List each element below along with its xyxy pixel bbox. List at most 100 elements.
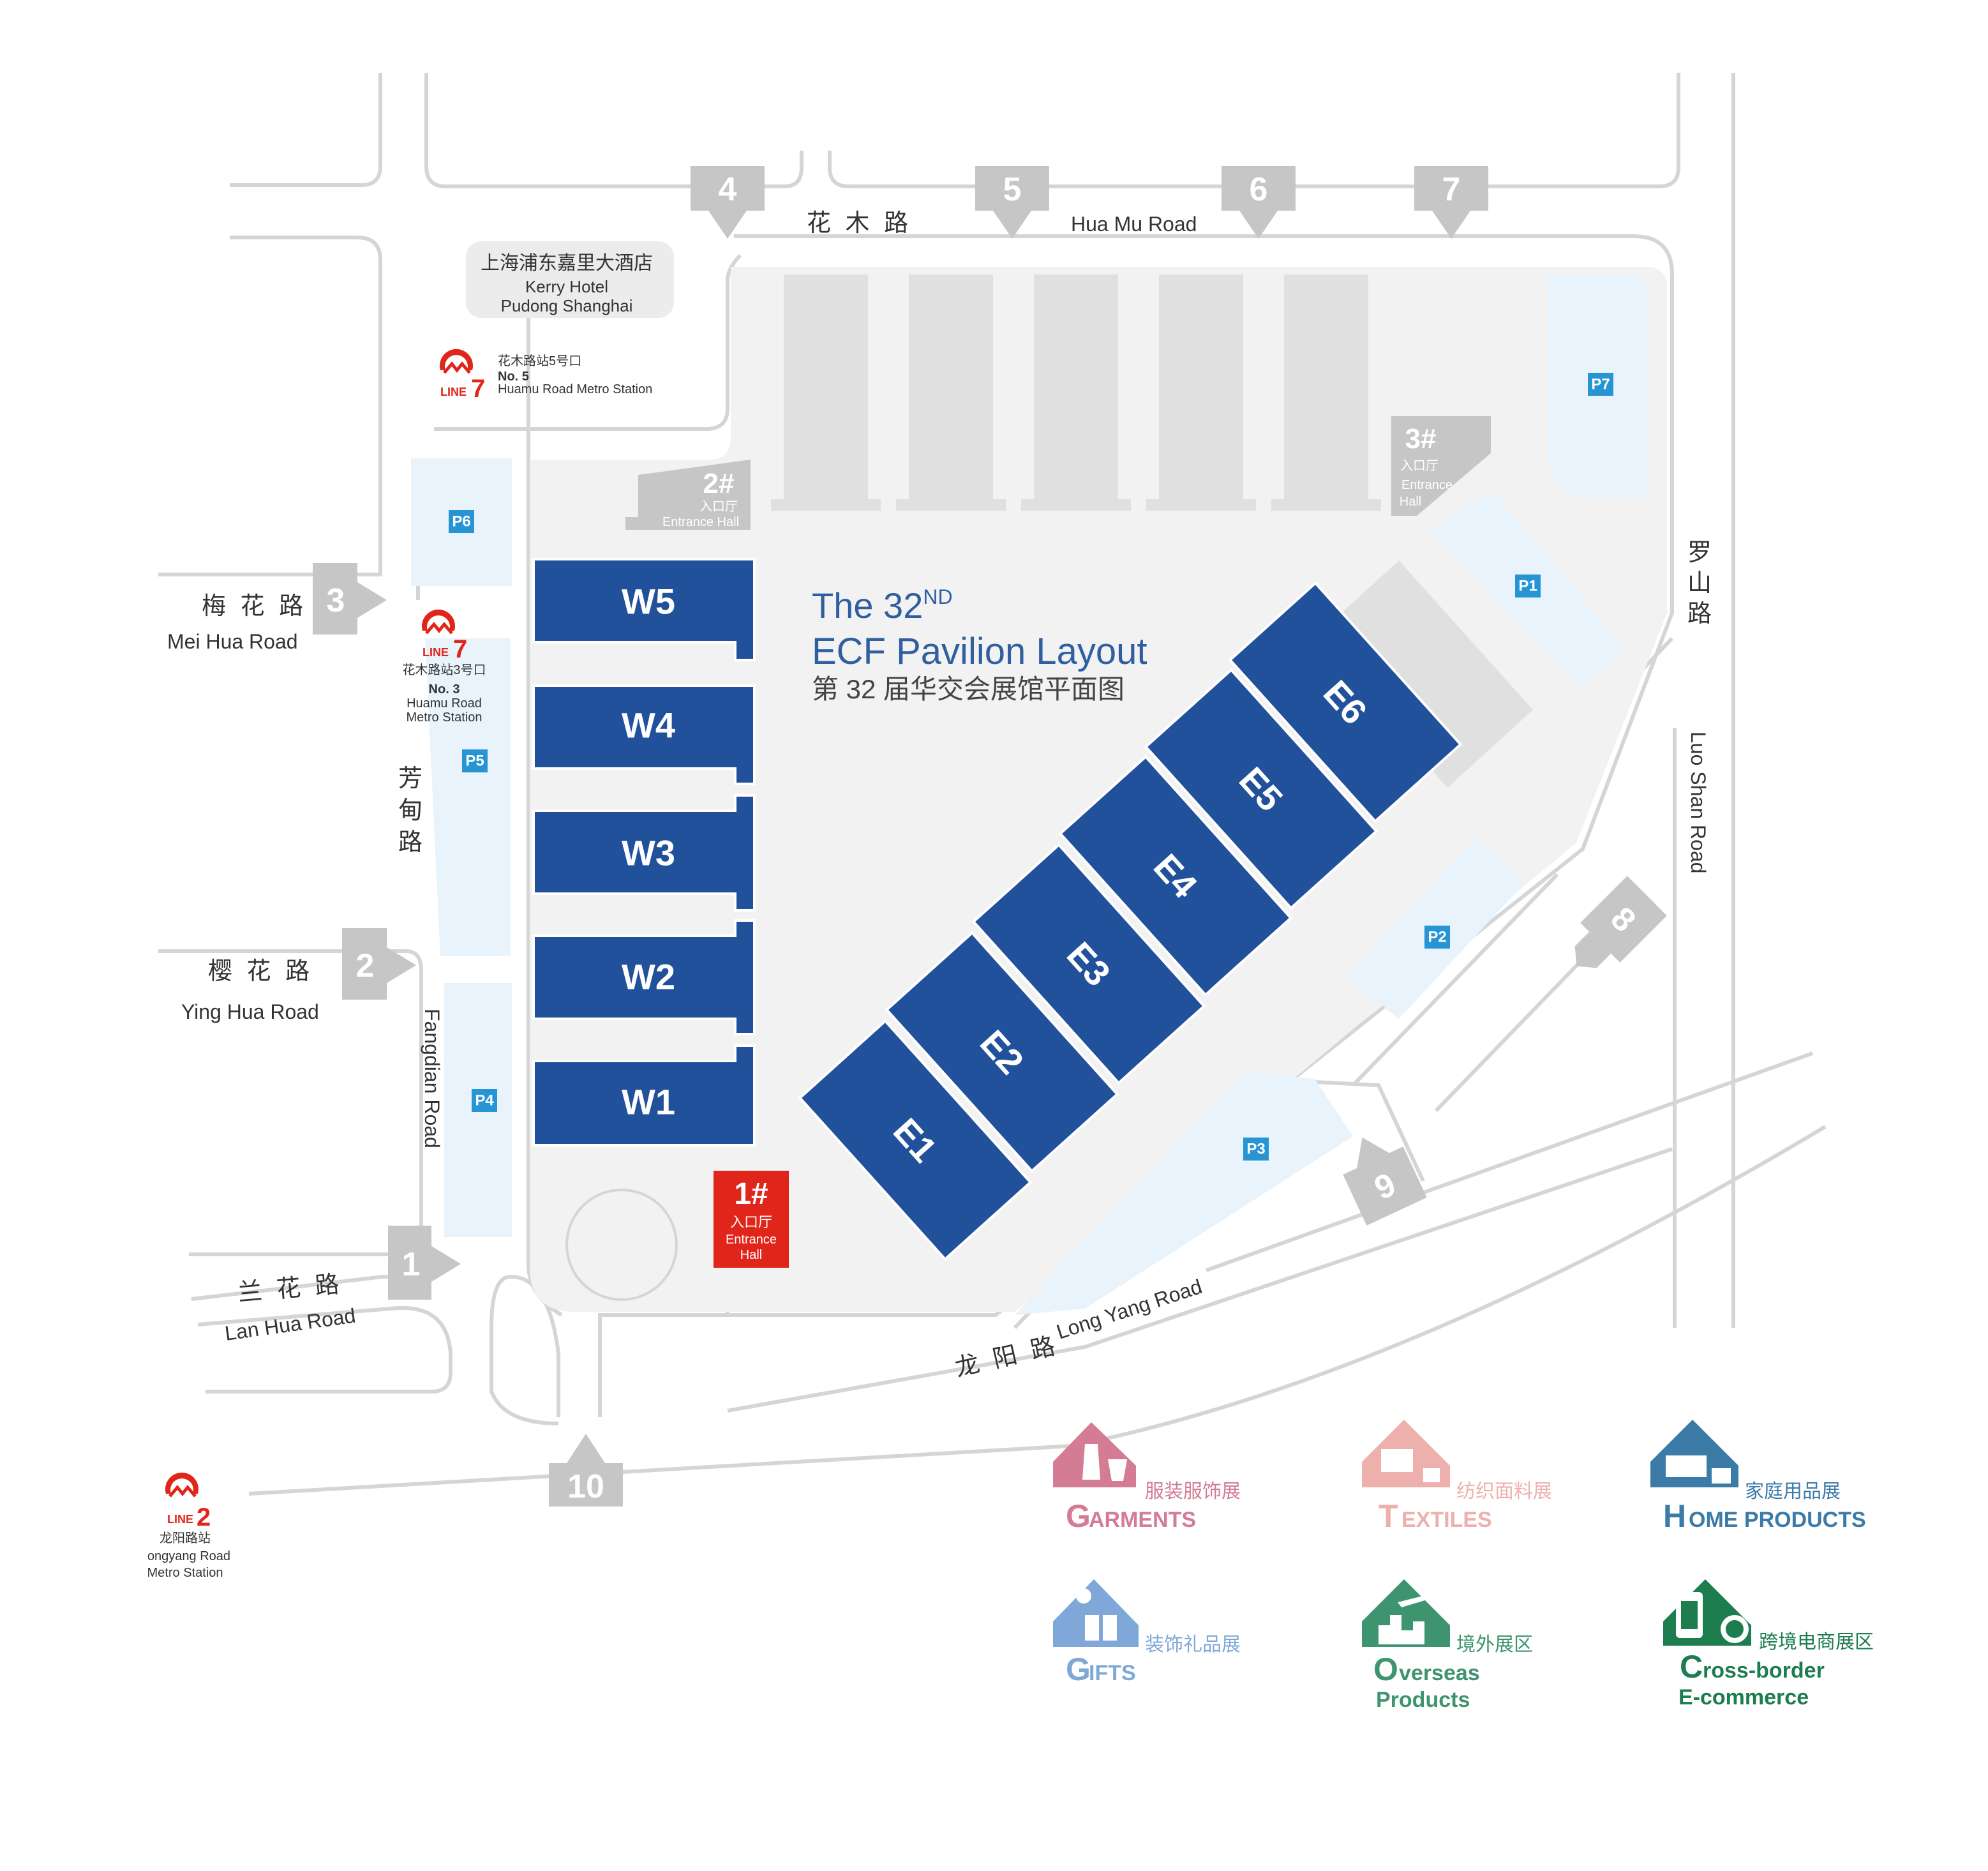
svg-text:龙阳路站: 龙阳路站 [160, 1531, 211, 1545]
svg-text:花木路站5号口: 花木路站5号口 [498, 354, 581, 368]
title-line1: The 32ND [812, 585, 953, 626]
parking-badge-p3: P3 [1246, 1141, 1265, 1158]
hall-e5[interactable] [1144, 668, 1379, 910]
legend-textiles: 纺织面料展 T EXTILES [1362, 1420, 1552, 1534]
entrance-1-en1: Entrance [726, 1233, 777, 1247]
hall-label-w3: W3 [622, 833, 675, 873]
hall-e2[interactable] [885, 931, 1119, 1173]
cross-border-icon [1663, 1579, 1751, 1646]
hotel-name-en1: Kerry Hotel [525, 277, 608, 296]
gate-10[interactable]: 10 [549, 1434, 623, 1507]
gate-1[interactable]: 1 [388, 1226, 461, 1300]
metro-station-line2: LINE 2 龙阳路站 ongyang Road Metro Station [147, 1472, 230, 1580]
title-line2: ECF Pavilion Layout [812, 631, 1147, 672]
svg-text:2: 2 [197, 1503, 211, 1531]
entrance-1-number: 1# [734, 1177, 768, 1211]
east-halls: E6 E5 E4 E3 E2 E1 [798, 581, 1463, 1261]
gate-6[interactable]: 6 [1222, 166, 1296, 239]
title-line3: 第 32 届华交会展馆平面图 [812, 674, 1125, 704]
metro-logo-icon [165, 1472, 198, 1498]
svg-text:No. 5: No. 5 [498, 370, 529, 384]
svg-text:Metro Station: Metro Station [407, 710, 482, 725]
textile-icon [1362, 1420, 1450, 1487]
entrance-3-en1: Entrance [1401, 478, 1453, 492]
west-halls: W5 W4 W3 W2 W1 [532, 558, 756, 1146]
gate-9[interactable]: 9 [1332, 1123, 1427, 1226]
hall-e1[interactable] [798, 1019, 1033, 1261]
legend-garments: 服装服饰展 G ARMENTS [1053, 1422, 1241, 1534]
parking-badge-p7: P7 [1591, 376, 1610, 393]
legend-home-products: 家庭用品展 H OME PRODUCTS [1650, 1420, 1866, 1534]
svg-text:5: 5 [1003, 171, 1022, 208]
svg-text:LINE: LINE [167, 1513, 193, 1526]
entrance-hall-2[interactable]: 2# 入口厅 Entrance Hall [625, 460, 751, 530]
road-label-fangdian-zh-3: 路 [398, 829, 426, 856]
parking-badge-p5: P5 [465, 753, 484, 770]
north-halls [771, 274, 1533, 788]
svg-text:G: G [1066, 1651, 1091, 1687]
hall-e4[interactable] [1058, 755, 1293, 997]
svg-text:C: C [1680, 1649, 1703, 1685]
svg-text:境外展区: 境外展区 [1456, 1634, 1533, 1655]
road-label-luoshan-zh-1: 罗 [1687, 539, 1715, 566]
svg-text:No. 3: No. 3 [429, 682, 460, 696]
road-label-fangdian-zh-2: 甸 [398, 797, 426, 824]
gate-3[interactable]: 3 [313, 563, 387, 635]
svg-text:Products: Products [1376, 1688, 1470, 1712]
svg-text:LINE: LINE [440, 386, 467, 398]
home-products-icon [1650, 1420, 1738, 1487]
hall-label-w4: W4 [622, 705, 675, 746]
gate-4[interactable]: 4 [691, 166, 765, 239]
svg-text:10: 10 [567, 1468, 604, 1505]
hall-w5[interactable] [532, 558, 756, 661]
svg-text:装饰礼品展: 装饰礼品展 [1145, 1634, 1241, 1655]
svg-text:T: T [1379, 1498, 1398, 1534]
svg-text:7: 7 [471, 375, 485, 403]
svg-text:ARMENTS: ARMENTS [1089, 1508, 1196, 1532]
svg-text:LINE: LINE [422, 646, 449, 659]
gate-2[interactable]: 2 [342, 928, 416, 1000]
metro-logo-icon [440, 349, 473, 374]
gate-8[interactable]: 8 [1557, 876, 1667, 986]
road-label-yinghua-zh: 樱 花 路 [208, 958, 313, 985]
svg-text:G: G [1066, 1498, 1091, 1534]
svg-text:7: 7 [453, 635, 467, 663]
hall-e3[interactable] [971, 843, 1206, 1085]
parking-area-p3 [1015, 1072, 1353, 1315]
entrance-2-zh: 入口厅 [699, 500, 738, 514]
svg-text:EXTILES: EXTILES [1401, 1508, 1492, 1532]
hotel-name-en2: Pudong Shanghai [501, 296, 633, 315]
svg-text:OME PRODUCTS: OME PRODUCTS [1689, 1508, 1866, 1532]
hall-w3[interactable] [532, 794, 756, 912]
road-label-fangdian-en: Fangdian Road [421, 1009, 444, 1148]
entrance-3-number: 3# [1405, 423, 1437, 455]
road-label-meihua-zh: 梅 花 路 [202, 593, 307, 620]
hall-w1[interactable] [532, 1044, 756, 1146]
plaza-circle [565, 1189, 678, 1301]
road-label-longyang-zh: 龙 阳 路 [953, 1332, 1061, 1382]
entrance-hall-3[interactable]: 3# 入口厅 Entrance Hall [1391, 416, 1491, 516]
svg-text:H: H [1663, 1498, 1686, 1534]
hall-label-w5: W5 [622, 582, 675, 622]
gate-5[interactable]: 5 [975, 166, 1049, 239]
road-label-luoshan-zh-3: 路 [1687, 601, 1715, 627]
road-label-fangdian-zh-1: 芳 [398, 765, 426, 792]
gate-7[interactable]: 7 [1414, 166, 1488, 239]
hall-e6[interactable] [1228, 581, 1463, 823]
exhibition-ground [530, 267, 1667, 1312]
entrance-3-zh: 入口厅 [1400, 459, 1439, 473]
svg-text:IFTS: IFTS [1089, 1661, 1136, 1685]
kerry-hotel: 上海浦东嘉里大酒店 Kerry Hotel Pudong Shanghai [466, 241, 674, 318]
metro-station-line7-exit5: LINE 7 花木路站5号口 No. 5 Huamu Road Metro St… [440, 349, 652, 403]
road-label-lanhua-en: Lan Hua Road [223, 1304, 357, 1345]
svg-text:3: 3 [327, 582, 345, 619]
metro-logo-icon [422, 609, 455, 635]
svg-text:7: 7 [1442, 171, 1461, 208]
overseas-icon [1362, 1579, 1450, 1647]
hall-w2[interactable] [532, 919, 756, 1035]
svg-text:E-commerce: E-commerce [1678, 1685, 1809, 1709]
svg-text:家庭用品展: 家庭用品展 [1745, 1481, 1841, 1502]
hall-w4[interactable] [532, 684, 756, 785]
entrance-hall-1[interactable]: 1# 入口厅 Entrance Hall [714, 1171, 789, 1268]
